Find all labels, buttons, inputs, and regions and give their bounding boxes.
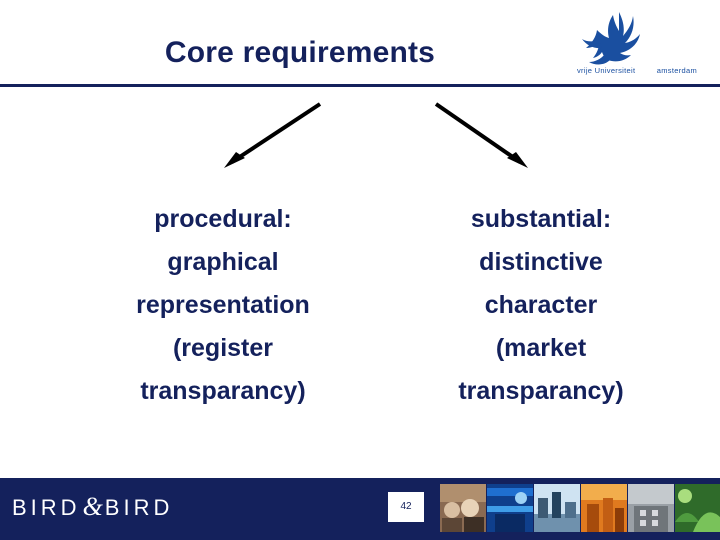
arrow-to-substantial-head [507, 152, 528, 168]
arrow-group [0, 84, 720, 204]
thumbnail-skyline [534, 484, 580, 532]
vu-griffin-icon [582, 12, 640, 65]
column-substantial-line-5: transparancy) [458, 377, 624, 405]
vu-logo-text-left: vrije Universiteit [577, 66, 636, 75]
footer-thumbnail-strip [440, 484, 720, 532]
bird-and-bird-logo: BIRD&BIRD [12, 492, 173, 522]
thumbnail-green-leaves [675, 484, 720, 532]
header-divider [0, 84, 720, 87]
column-substantial-line-4: (market [495, 334, 587, 362]
page-number: 42 [388, 492, 424, 522]
thumbnail-people [440, 484, 486, 532]
column-substantial: substantial: distinctive character (mark… [396, 198, 686, 413]
bird-logo-right: BIRD [104, 495, 174, 520]
column-procedural-line-4: (register [172, 334, 274, 362]
bird-logo-left: BIRD [12, 495, 81, 520]
column-substantial-line-2: distinctive [479, 248, 603, 276]
thumbnail-orange-cityscape [581, 484, 627, 532]
vu-logo-wordmark: vrije Universiteit amsterdam [577, 66, 697, 75]
column-substantial-line-1: substantial: [470, 205, 612, 233]
slide-header: Core requirements vrije Universiteit ams… [0, 0, 720, 84]
column-procedural-line-2: graphical [167, 248, 279, 276]
column-procedural-line-1: procedural: [154, 205, 292, 233]
column-procedural: procedural: graphical representation (re… [78, 198, 368, 413]
vu-university-logo: vrije Universiteit amsterdam [575, 10, 697, 82]
page-title: Core requirements [164, 36, 436, 69]
arrow-to-procedural-head [224, 152, 245, 168]
bird-logo-ampersand: & [82, 492, 103, 521]
vu-logo-text-right: amsterdam [656, 66, 697, 75]
column-procedural-line-5: transparancy) [140, 377, 306, 405]
arrow-to-procedural-line [230, 102, 322, 164]
thumbnail-grey-building [628, 484, 674, 532]
content-columns: procedural: graphical representation (re… [0, 198, 720, 428]
arrow-to-substantial-line [434, 102, 522, 164]
column-substantial-line-3: character [484, 291, 598, 319]
thumbnail-blue-abstract [487, 484, 533, 532]
column-procedural-line-3: representation [136, 291, 310, 319]
